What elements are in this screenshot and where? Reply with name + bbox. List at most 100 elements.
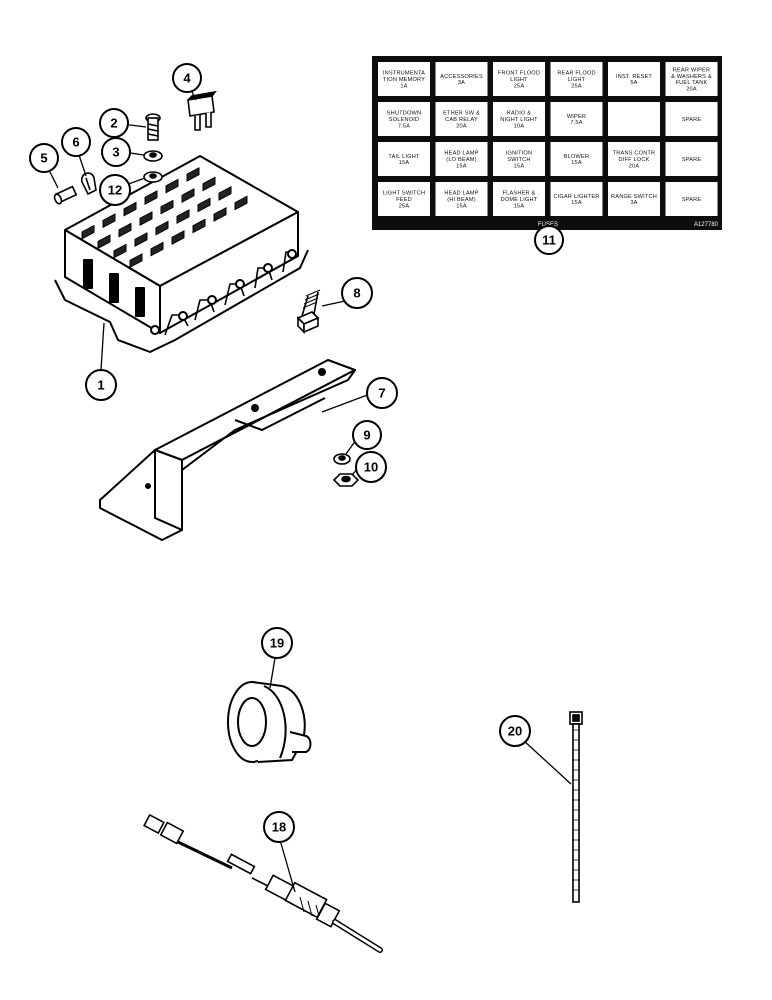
fuse-socket: [197, 197, 211, 213]
svg-text:20: 20: [508, 724, 522, 739]
fuse-socket: [123, 201, 137, 217]
temperature-sender: [143, 813, 383, 953]
fuse-sockets: [81, 167, 248, 268]
fuse-cell-label: SWITCH: [507, 157, 530, 163]
fuse-cell: [435, 62, 488, 96]
fuse-cell-label: & WASHERS &: [671, 74, 712, 80]
fuse-cell-label: LIGHT SWITCH: [383, 191, 425, 197]
fuse-cell: [493, 182, 545, 216]
fuse-cell-label: 15A: [571, 200, 582, 206]
fuse-cell-label: INST. RESET: [616, 74, 652, 80]
callouts: 1 2 3 4 5 6 7 8 9 10 11 12 18 19 20: [29, 63, 564, 843]
fuse-socket: [118, 222, 132, 238]
fuse-block-mount-hole: [207, 295, 217, 305]
svg-text:3: 3: [112, 145, 119, 160]
mounting-bracket: [99, 359, 356, 541]
fuse-cell-label: REAR FLOOD: [557, 71, 595, 77]
fuse-socket: [97, 234, 111, 249]
fuse-chart-panel: [372, 56, 722, 230]
fuse-cell-label: LIGHT: [510, 77, 528, 83]
svg-text:18: 18: [272, 820, 286, 835]
bolt: [296, 289, 321, 334]
fuse-cell-label: SPARE: [682, 197, 702, 203]
fuse-cell: [665, 102, 718, 136]
fuse-cell-label: 25A: [399, 203, 410, 209]
fuse-socket: [160, 199, 174, 215]
fuse-cell-label: SOLENOID: [389, 117, 420, 123]
fuse-cell: [550, 182, 603, 216]
fuse-socket: [155, 220, 169, 236]
fuse-cell: [378, 102, 430, 136]
fuse-cell-label: IGNITION: [506, 151, 532, 157]
fuse-cell-label: 20A: [456, 123, 467, 129]
svg-text:12: 12: [108, 183, 122, 198]
fuse-block-slot: [135, 287, 145, 317]
fuse-cell-label: LIGHT: [568, 77, 586, 83]
fuse-cell-label: 20A: [686, 87, 697, 93]
fuse-cell: [608, 142, 660, 176]
fuse-cell-label: 20A: [629, 163, 640, 169]
svg-text:4: 4: [183, 71, 191, 86]
fuse-cell-label: 5A: [630, 80, 637, 86]
fuse-cell: [435, 102, 488, 136]
fuse-block-mount-hole: [287, 249, 297, 259]
fuse-cell-label: CIGAR LIGHTER: [553, 194, 599, 200]
callout-20: 20: [499, 715, 531, 747]
fuse-cell-label: TAIL LIGHT: [388, 154, 420, 160]
washer: [143, 150, 163, 162]
fuse-cell-label: (LO BEAM): [446, 157, 476, 163]
fuse-cell-label: TION MEMORY: [383, 77, 425, 83]
fuse-cell-label: 15A: [571, 160, 582, 166]
fuse-cell-label: BLOWER: [564, 154, 589, 160]
callout-4: 4: [172, 63, 202, 93]
fuse-socket: [218, 186, 232, 201]
fuse-cell: [550, 142, 603, 176]
fuse-socket: [139, 211, 153, 226]
svg-text:1: 1: [97, 378, 104, 393]
fuse-cell-label: ACCESSORIES: [440, 74, 483, 80]
blade-fuse: [187, 90, 217, 131]
svg-text:11: 11: [542, 233, 556, 248]
callout-1: 1: [85, 369, 117, 401]
fuse-block-mount-hole: [235, 279, 245, 289]
fuse-socket: [234, 195, 248, 211]
callout-8: 8: [341, 277, 373, 309]
fuse-cell-label: 15A: [456, 203, 467, 209]
callout-3: 3: [101, 137, 131, 167]
callout-5: 5: [29, 143, 59, 173]
fuse-cell-label: 7.5A: [570, 120, 582, 126]
fuse-cell: [378, 142, 430, 176]
fuse-cell-label: FEED: [396, 197, 412, 203]
fuse-cell-label: 10A: [514, 123, 525, 129]
svg-text:2: 2: [110, 116, 117, 131]
fuse-cell-label: 25A: [571, 83, 582, 89]
fuse-cell: [435, 142, 488, 176]
fuse-cell-label: FUEL TANK: [676, 80, 708, 86]
fuse-cell-label: HEAD LAMP: [444, 191, 478, 197]
lock-washer: [333, 453, 351, 465]
fuse-cell-label: RADIO &: [507, 111, 531, 117]
fuse-socket: [165, 178, 179, 194]
callout-11: 11: [534, 225, 564, 255]
callout-18: 18: [263, 811, 295, 843]
fuse-cell-label: (HI BEAM): [447, 197, 476, 203]
fuse-block-mount-hole: [263, 263, 273, 273]
fuse-socket: [176, 209, 190, 224]
fuse-cell: [550, 62, 603, 96]
fuse-cell-label: TRANS CONTR: [613, 151, 656, 157]
washer: [143, 171, 163, 183]
hex-nut: [332, 473, 360, 487]
fuse-cell-label: 15A: [514, 163, 525, 169]
fuse-block-slot: [83, 259, 93, 289]
fuse-socket: [102, 213, 116, 228]
fuse-cell: [665, 62, 718, 96]
fuse-cell: [378, 62, 430, 96]
fuse-cell-label: NIGHT LIGHT: [500, 117, 538, 123]
fuse-cell-label: 25A: [514, 83, 525, 89]
svg-text:8: 8: [353, 286, 360, 301]
fuse-block-mount-hole: [150, 325, 160, 335]
fuse-cell-label: RANGE SWITCH: [611, 194, 657, 200]
fuse-socket: [129, 253, 143, 268]
glass-fuse: [53, 185, 78, 205]
